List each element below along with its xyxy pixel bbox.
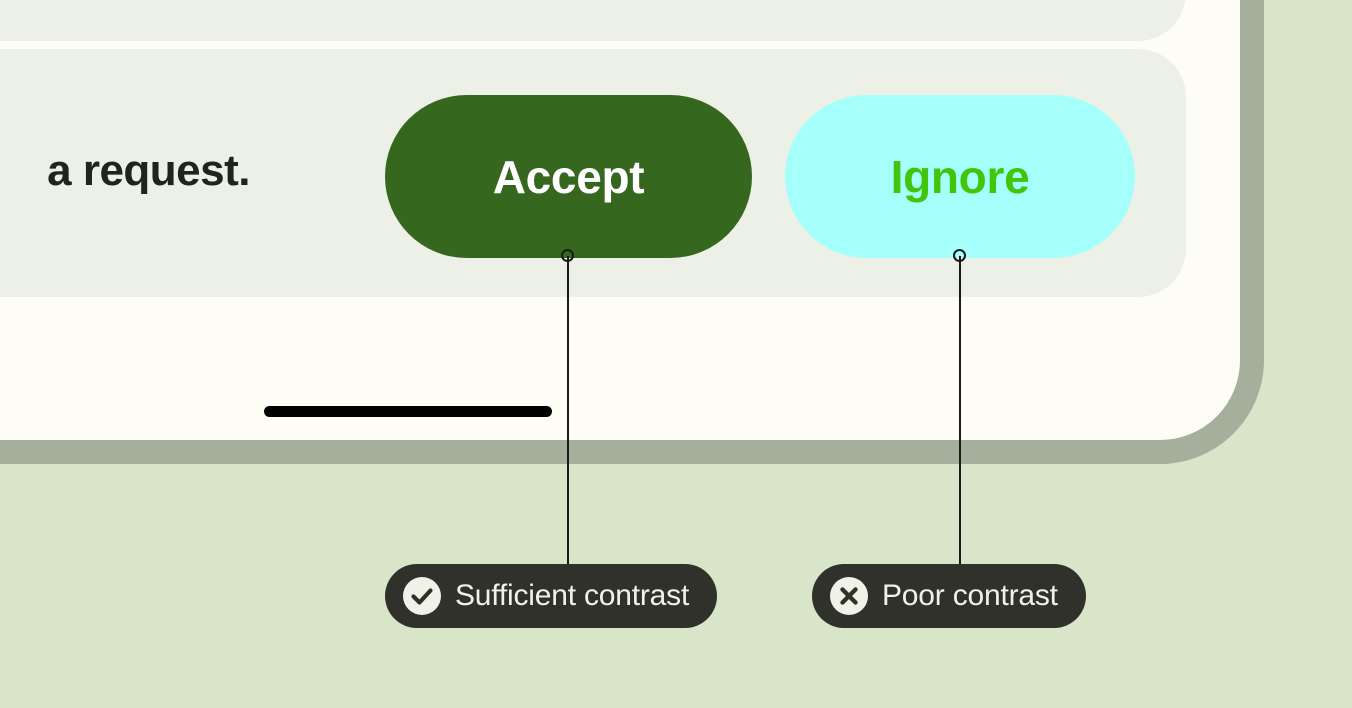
annotation-chip-poor-contrast: Poor contrast [812, 564, 1086, 628]
check-circle-icon [403, 577, 441, 615]
x-circle-icon [830, 577, 868, 615]
callout-line-accept [567, 256, 569, 568]
callout-line-ignore [959, 256, 961, 568]
home-indicator [264, 406, 552, 417]
message-text: a request. [47, 146, 250, 195]
annotation-chip-sufficient-contrast: Sufficient contrast [385, 564, 718, 628]
annotation-label-sufficient-contrast: Sufficient contrast [455, 579, 690, 612]
annotation-label-poor-contrast: Poor contrast [882, 579, 1058, 612]
accept-button[interactable]: Accept [385, 95, 752, 258]
message-panel-previous [0, 0, 1186, 41]
ignore-button[interactable]: Ignore [785, 95, 1135, 258]
